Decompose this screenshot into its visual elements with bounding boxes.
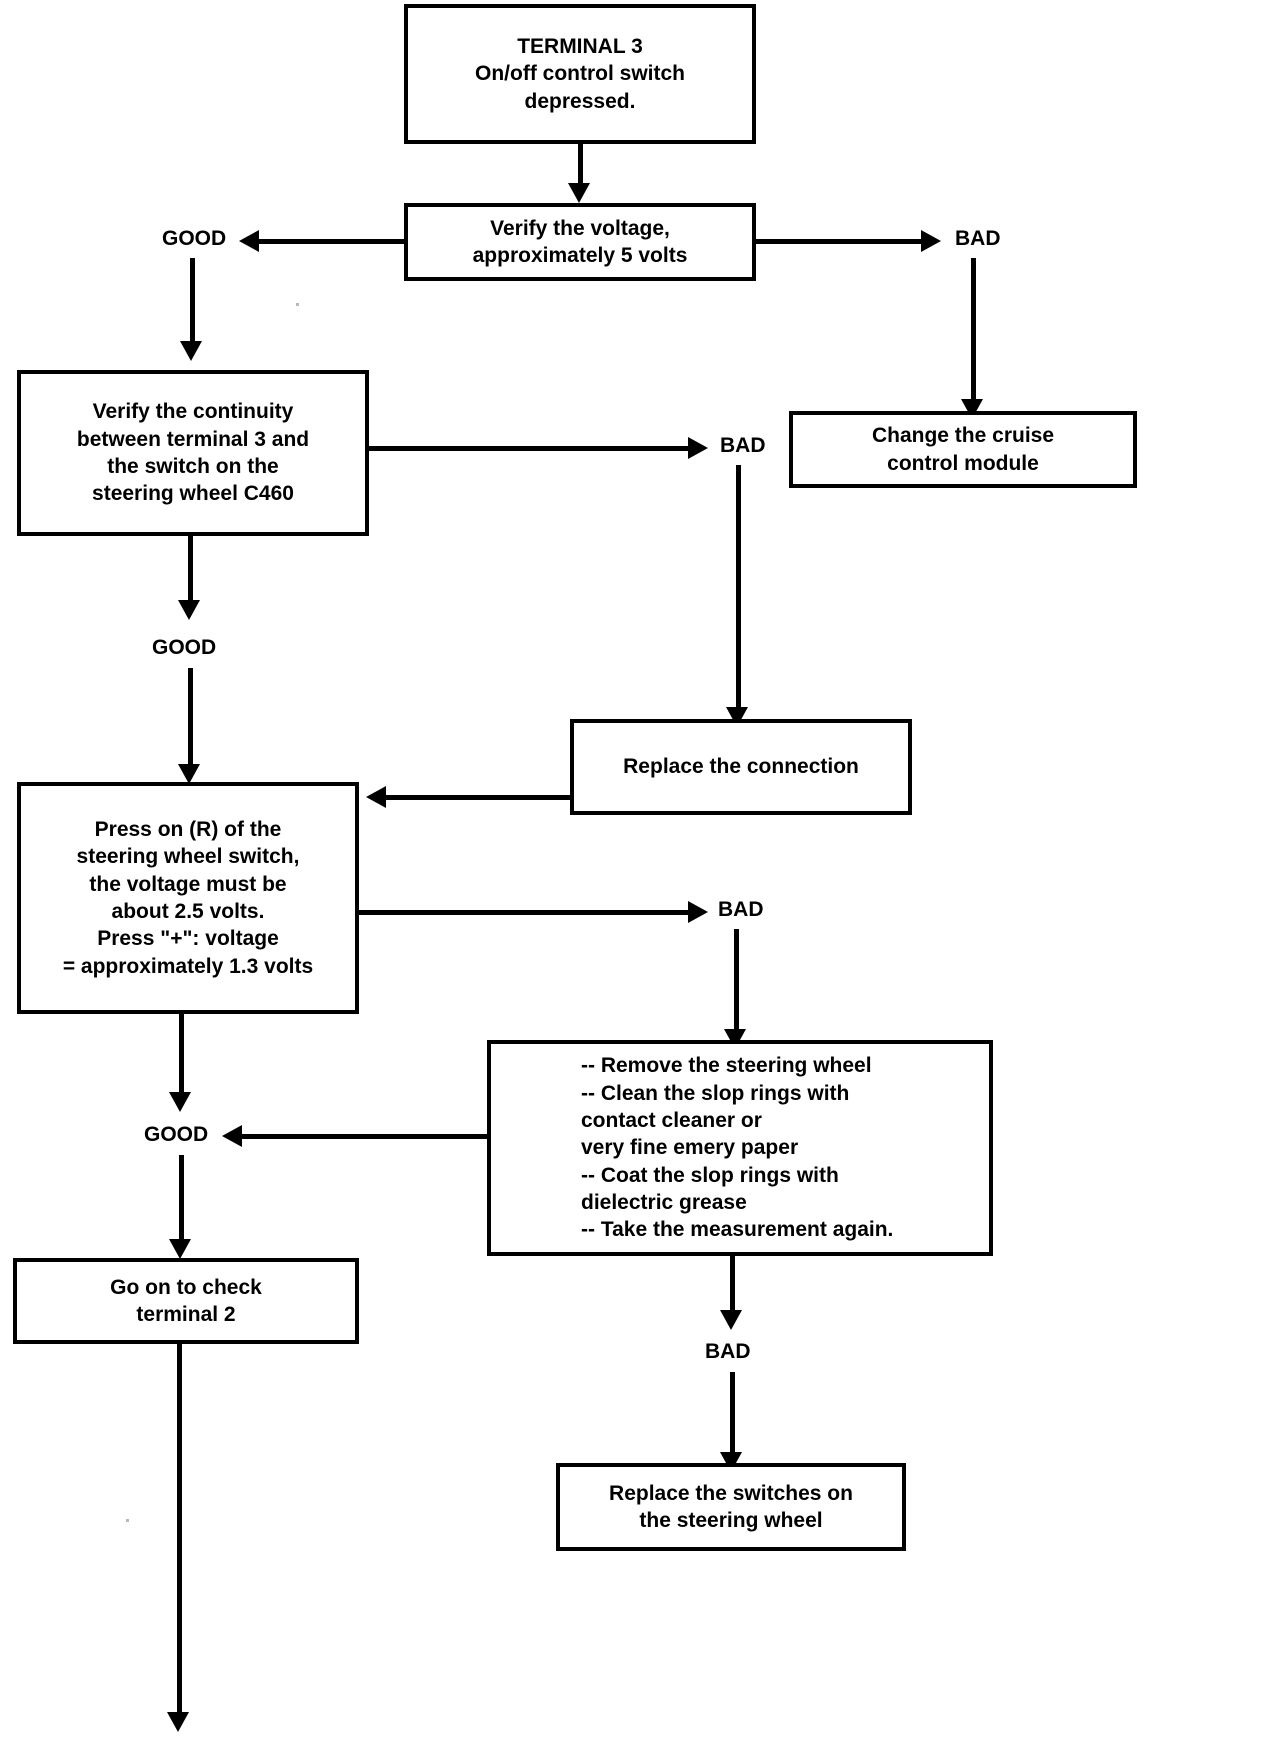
node-change-cruise-module[interactable]: Change the cruise control module [789, 411, 1137, 488]
node-go-on-terminal-2[interactable]: Go on to check terminal 2 [13, 1258, 359, 1344]
scan-artifact [296, 303, 299, 306]
connector-cleanrings-to-good3 [232, 1134, 490, 1139]
node-replace-switches-text: Replace the switches on the steering whe… [609, 1481, 853, 1532]
connector-press-down-good3 [179, 1014, 184, 1100]
scan-artifact [126, 1519, 129, 1522]
node-verify-continuity[interactable]: Verify the continuity between terminal 3… [17, 370, 369, 536]
connector-bad2-down [736, 465, 741, 715]
node-clean-slop-rings-text: -- Remove the steering wheel -- Clean th… [581, 1054, 894, 1242]
arrowhead-replace-connection-to-press [366, 786, 386, 808]
arrowhead-good1-down [180, 341, 202, 361]
connector-goon-down [177, 1344, 182, 1716]
node-press-r-text: Press on (R) of the steering wheel switc… [62, 818, 314, 978]
arrowhead-press-down-good3 [169, 1092, 191, 1112]
node-go-on-terminal-2-text: Go on to check terminal 2 [110, 1275, 262, 1326]
connector-bad4-down [730, 1372, 735, 1460]
arrowhead-good2-down [178, 764, 200, 784]
connector-bad1-down [971, 258, 976, 406]
connector-continuity-to-bad2 [367, 446, 692, 451]
node-verify-voltage[interactable]: Verify the voltage, approximately 5 volt… [404, 203, 756, 281]
connector-bad3-down [734, 929, 739, 1037]
arrowhead-verify-to-good1 [239, 230, 259, 252]
arrowhead-press-to-bad3 [688, 901, 708, 923]
edge-label-bad-4: BAD [705, 1340, 751, 1363]
arrowhead-goon-down [167, 1712, 189, 1732]
node-verify-continuity-text: Verify the continuity between terminal 3… [76, 400, 310, 506]
connector-cleanrings-down-bad4 [730, 1256, 735, 1318]
connector-terminal3-to-verify [578, 144, 583, 190]
edge-label-bad-2: BAD [720, 434, 766, 457]
arrowhead-cleanrings-to-good3 [222, 1125, 242, 1147]
arrowhead-terminal3-to-verify [568, 183, 590, 203]
node-clean-slop-rings[interactable]: -- Remove the steering wheel -- Clean th… [487, 1040, 993, 1256]
arrowhead-continuity-down-good2 [178, 600, 200, 620]
arrowhead-continuity-to-bad2 [688, 437, 708, 459]
node-replace-switches[interactable]: Replace the switches on the steering whe… [556, 1463, 906, 1551]
node-verify-voltage-text: Verify the voltage, approximately 5 volt… [472, 216, 688, 267]
connector-press-to-bad3 [357, 910, 692, 915]
connector-continuity-down-good2 [188, 536, 193, 608]
edge-label-good-3: GOOD [144, 1123, 209, 1146]
connector-good2-down [188, 668, 193, 772]
connector-good1-down [190, 258, 195, 348]
connector-good3-down [179, 1155, 184, 1247]
arrowhead-cleanrings-down-bad4 [720, 1310, 742, 1330]
node-change-cruise-module-text: Change the cruise control module [871, 424, 1055, 475]
edge-label-bad-3: BAD [718, 898, 764, 921]
node-terminal-3[interactable]: TERMINAL 3 On/off control switch depress… [404, 4, 756, 144]
node-replace-connection-text: Replace the connection [623, 755, 859, 779]
node-press-r[interactable]: Press on (R) of the steering wheel switc… [17, 782, 359, 1014]
edge-label-bad-1: BAD [955, 227, 1001, 250]
connector-verify-to-good1 [248, 239, 406, 244]
arrowhead-verify-to-bad1 [921, 230, 941, 252]
node-replace-connection[interactable]: Replace the connection [570, 719, 912, 815]
connector-verify-to-bad1 [754, 239, 926, 244]
node-terminal-3-text: TERMINAL 3 On/off control switch depress… [475, 35, 685, 113]
edge-label-good-2: GOOD [152, 636, 217, 659]
connector-replace-connection-to-press [378, 795, 572, 800]
edge-label-good-1: GOOD [162, 227, 227, 250]
arrowhead-good3-down [169, 1239, 191, 1259]
